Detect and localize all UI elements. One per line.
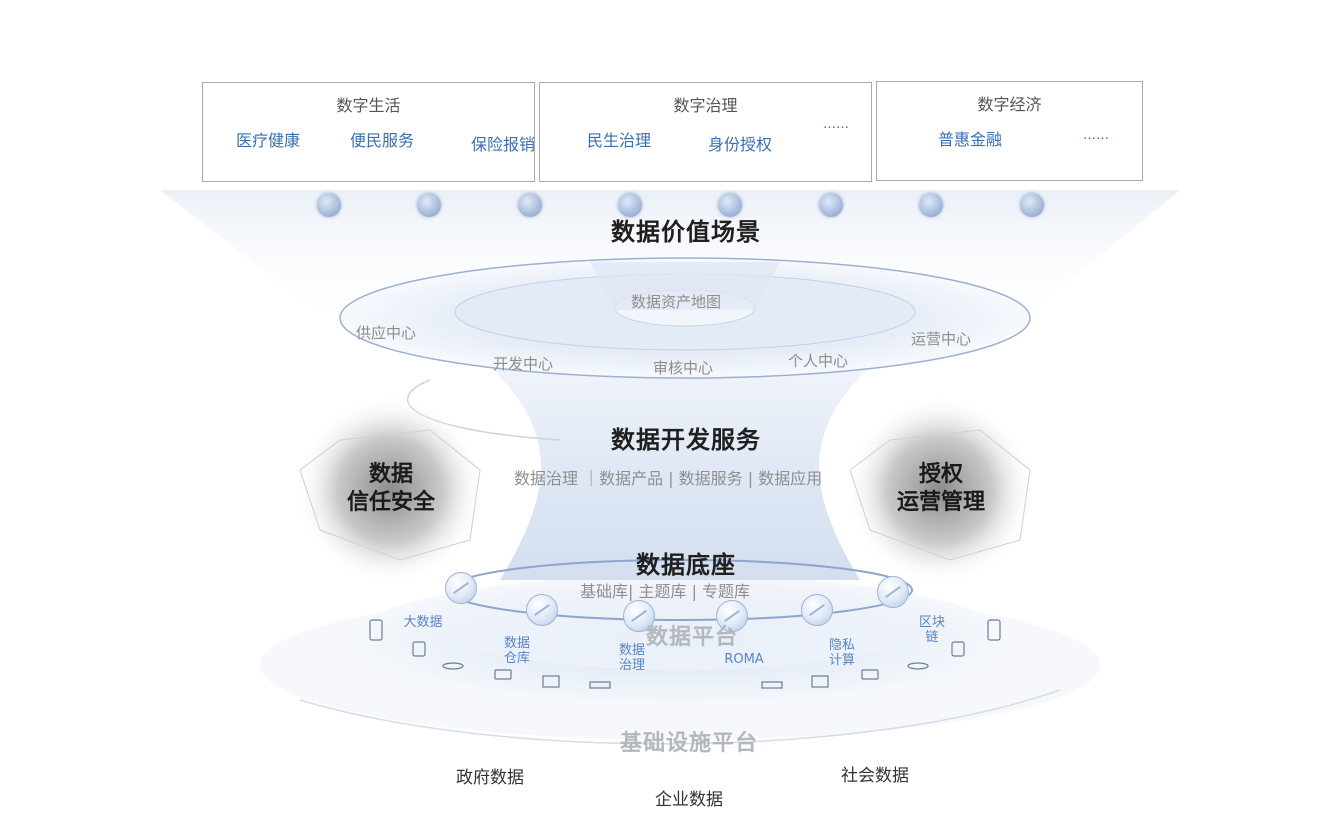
layer-title-platform: 数据平台 — [646, 625, 739, 650]
box-item: 便民服务 — [350, 131, 415, 150]
camera-icon — [494, 669, 512, 680]
box-title: 数字治理 — [673, 96, 738, 115]
ring-label-personal: 个人中心 — [788, 352, 849, 370]
scenario-box-digital-economy: 数字经济 普惠金融 …… — [876, 81, 1143, 181]
layer-title-base: 数据底座 — [636, 551, 736, 579]
box-title: 数字生活 — [336, 96, 401, 115]
factory-icon — [1020, 193, 1044, 217]
orbit-sphere — [801, 594, 833, 626]
platform-node-privacy: 隐私 计算 — [828, 638, 855, 668]
layer-title-infra: 基础设施平台 — [620, 731, 759, 756]
right-network — [849, 429, 1031, 561]
left-network — [299, 429, 481, 561]
layer-title-dev-service: 数据开发服务 — [611, 426, 761, 454]
side-title-auth-ops: 授权 运营管理 — [896, 462, 985, 515]
box-title: 数字经济 — [977, 95, 1042, 114]
box-item: 普惠金融 — [938, 130, 1003, 149]
platform-node-governance: 数据 治理 — [618, 643, 645, 673]
hourglass-tube — [460, 340, 900, 580]
document-stack-icon — [518, 193, 542, 217]
box-item: …… — [823, 117, 849, 132]
bank-icon — [919, 193, 943, 217]
monitor-icon — [811, 675, 829, 688]
gear-network-icon — [417, 193, 441, 217]
orbit-sphere — [526, 594, 558, 626]
box-item: 医疗健康 — [236, 131, 301, 150]
scenario-box-digital-governance: 数字治理 民生治理 身份授权 …… — [539, 82, 872, 182]
ring-label-supply: 供应中心 — [356, 324, 417, 342]
orbit-sphere — [716, 600, 748, 632]
source-society: 社会数据 — [841, 766, 909, 786]
orbit-sphere — [877, 576, 909, 608]
box-item: 身份授权 — [708, 135, 773, 154]
asset-map-label: 数据资产地图 — [631, 293, 722, 311]
base-sub: 基础库| 主题库 | 专题库 — [580, 582, 751, 601]
ring-label-review: 审核中心 — [653, 359, 714, 377]
server-icon — [761, 681, 783, 689]
gear-icon — [618, 193, 642, 217]
database-icon — [412, 641, 426, 657]
camera-icon — [861, 669, 879, 680]
upper-cone — [590, 262, 780, 310]
source-enterprise: 企业数据 — [655, 790, 723, 810]
scenario-box-digital-life: 数字生活 医疗健康 便民服务 保险报销 — [202, 82, 535, 182]
platform-node-roma: ROMA — [724, 652, 764, 667]
sensor-icon — [907, 662, 929, 670]
phone-icon — [369, 619, 383, 641]
box-item: …… — [1083, 128, 1109, 143]
right-cloud — [845, 395, 1035, 585]
layer-title-value-scene: 数据价值场景 — [611, 218, 761, 246]
source-government: 政府数据 — [456, 768, 524, 788]
platform-node-bigdata: 大数据 — [403, 615, 443, 630]
orbit-sphere — [623, 600, 655, 632]
person-icon — [819, 193, 843, 217]
sensor-icon — [442, 662, 464, 670]
orbit-sphere — [445, 572, 477, 604]
phone-icon — [987, 619, 1001, 641]
dev-service-sub: 数据治理 ｜数据产品 | 数据服务 | 数据应用 — [514, 469, 823, 488]
monitor-icon — [542, 675, 560, 688]
platform-node-blockchain: 区块 链 — [918, 615, 945, 645]
platform-node-warehouse: 数据 仓库 — [503, 636, 530, 666]
side-title-trust-security: 数据 信任安全 — [346, 462, 435, 515]
hand-coin-icon — [718, 193, 742, 217]
building-chart-icon — [317, 193, 341, 217]
server-icon — [589, 681, 611, 689]
box-item: 保险报销 — [471, 135, 536, 154]
ring-label-ops: 运营中心 — [911, 330, 972, 348]
box-item: 民生治理 — [587, 131, 652, 150]
ring-label-dev: 开发中心 — [493, 355, 554, 373]
database-icon — [951, 641, 965, 657]
left-cloud — [295, 395, 485, 585]
platform-disc-inner — [450, 590, 910, 670]
infra-arc — [299, 689, 1061, 745]
